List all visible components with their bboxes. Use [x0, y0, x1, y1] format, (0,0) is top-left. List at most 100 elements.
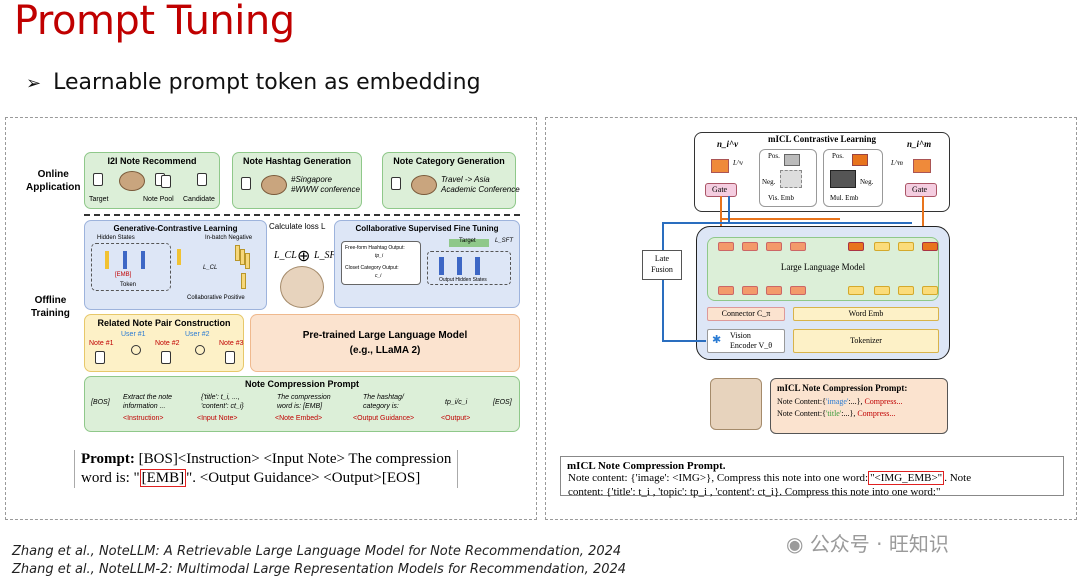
micl-prompt-line-1b: 'image': [825, 397, 849, 406]
pair-title: Related Note Pair Construction: [97, 318, 231, 328]
caption-line-1: Note content: {'image': <IMG>}, Compress…: [568, 471, 971, 485]
hidden-bar: [105, 251, 109, 269]
text-token: [922, 286, 938, 295]
input-token: [718, 286, 734, 295]
csft-title: Collaborative Supervised Fine Tuning: [355, 224, 499, 233]
mul-emb-group: Pos. Neg. Mul. Emb: [823, 149, 883, 207]
prompt-line-1: [BOS]<Instruction> <Input Note> The comp…: [138, 451, 452, 467]
reference-1: Zhang et al., NoteLLM: A Retrievable Lar…: [12, 544, 622, 559]
loss-lcl: L_CL: [274, 250, 297, 261]
related-note-pair-box: Related Note Pair Construction User #1 U…: [84, 314, 244, 372]
micl-prompt-line-2d: Compress...: [857, 409, 896, 418]
nv-label: n_i^v: [717, 139, 739, 149]
output-hidden-label: Output Hidden States: [439, 277, 487, 283]
prompt-label: Prompt:: [81, 451, 135, 467]
pos-label: Pos.: [832, 152, 844, 160]
gate-label: Gate: [712, 185, 728, 194]
note-icon: [225, 351, 235, 364]
gate-right: Gate: [905, 183, 937, 197]
user-2-label: User #2: [185, 331, 210, 338]
app-title: I2I Note Recommend: [107, 156, 197, 166]
micl-prompt-line-1a: Note Content:{: [777, 397, 826, 406]
micl-prompt-title: mICL Note Compression Prompt:: [777, 383, 908, 393]
nm-label: n_i^m: [907, 139, 932, 149]
input-token: [766, 242, 782, 251]
user-icon: [131, 345, 141, 355]
orange-connector: [720, 196, 722, 226]
loss-m-label: L^m: [891, 159, 903, 167]
pretrained-llm-box: Pre-trained Large Language Model (e.g., …: [250, 314, 520, 372]
category-output-value: c_i: [375, 273, 382, 279]
input-token: [718, 242, 734, 251]
llama-image: [710, 378, 762, 430]
token-group: [91, 243, 171, 291]
img-emb-token: [848, 242, 864, 251]
input-note-tag: <Input Note>: [197, 415, 238, 422]
negative-cubes: [780, 170, 802, 188]
notellm-diagram-panel: Online Application Offline Training I2I …: [5, 117, 537, 520]
input-token: [766, 286, 782, 295]
hidden-states-label: Hidden States: [97, 235, 135, 241]
text-token: [898, 286, 914, 295]
category-output-label: Closet Category Output:: [345, 265, 399, 271]
note-1-label: Note #1: [89, 340, 114, 347]
llm-block: Large Language Model: [707, 237, 939, 301]
blue-connector: [662, 222, 664, 250]
app-i2i-recommend: I2I Note Recommend Target Note Pool Cand…: [84, 152, 220, 209]
lsft-label: L_SFT: [495, 238, 514, 244]
input-token: [790, 286, 806, 295]
llm-title: Pre-trained Large Language Model: [302, 330, 468, 341]
negative-bar: [245, 253, 250, 269]
micl-prompt-line-2: Note Content:{'title':...}, Compress...: [777, 409, 895, 418]
hashtag-output: #Singapore #WWW conference: [291, 175, 360, 194]
input-token: [742, 242, 758, 251]
output-box: [341, 241, 421, 285]
candidate-label: Candidate: [183, 196, 215, 203]
blue-connector: [662, 340, 706, 342]
slide-title: Prompt Tuning: [14, 0, 295, 44]
llama-icon: [119, 171, 145, 191]
emb-token-label: [EMB]: [115, 272, 132, 278]
note-pool-icon: [161, 175, 171, 188]
app-hashtag-generation: Note Hashtag Generation #Singapore #WWW …: [232, 152, 362, 209]
note-emb-token: [922, 242, 938, 251]
user-1-label: User #1: [121, 331, 146, 338]
token-label: Token: [120, 282, 137, 288]
llm-subtitle: (e.g., LLaMA 2): [349, 345, 421, 356]
bullet-point: ➢Learnable prompt token as embedding: [26, 70, 481, 95]
caption-title: mICL Note Compression Prompt.: [567, 460, 726, 472]
collaborative-sft-box: Collaborative Supervised Fine Tuning Tar…: [334, 220, 520, 308]
user-icon: [195, 345, 205, 355]
prompt-line-2b: ". <Output Guidance> <Output>[EOS]: [186, 470, 421, 486]
arrow-bullet-icon: ➢: [26, 73, 42, 94]
output-guidance-tag: <Output Guidance>: [353, 415, 415, 422]
note-2-label: Note #2: [155, 340, 180, 347]
generative-contrastive-learning-box: Generative-Contrastive Learning Hidden S…: [84, 220, 267, 310]
notellm2-diagram-panel: mICL Contrastive Learning n_i^v n_i^m L^…: [545, 117, 1077, 520]
calculate-loss-label: Calculate loss L: [269, 222, 326, 231]
lcl-label: L_CL: [203, 265, 218, 271]
note-icon: [391, 177, 401, 190]
positive-cube: [784, 154, 800, 166]
collaborative-positive-label: Collaborative Positive: [187, 295, 245, 301]
positive-cube: [852, 154, 868, 166]
negative-cubes: [830, 170, 856, 188]
note-icon: [93, 173, 103, 186]
plus-icon: ⊕: [297, 248, 311, 265]
candidate-icon: [197, 173, 207, 186]
instruction-tag: <Instruction>: [123, 415, 164, 422]
input-note-text: {'title': t_i, ..., 'content': ct_i}: [201, 394, 244, 410]
watermark: ◉ 公众号 · 旺知识: [786, 528, 949, 557]
negative-bar: [235, 245, 240, 261]
target-label: Target: [459, 238, 476, 244]
hashtag-output-value: tp_i: [375, 253, 384, 259]
positive-bar: [241, 273, 246, 289]
prompt-line-2a: word is: ": [81, 470, 140, 486]
neg-label: Neg.: [762, 178, 776, 186]
blue-connector: [662, 222, 912, 224]
text-token: [898, 242, 914, 251]
snowflake-icon: ✱: [712, 334, 722, 346]
orange-connector: [720, 218, 840, 220]
note-embed-text: The compression word is: [EMB]: [277, 394, 331, 410]
hidden-bar: [141, 251, 145, 269]
